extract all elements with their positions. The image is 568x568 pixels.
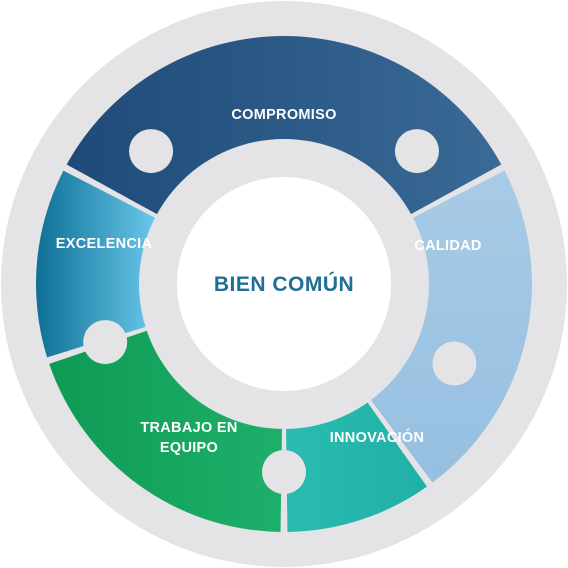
segment-innovacion (285, 398, 427, 532)
connector-knob (394, 129, 439, 174)
segment-label-calidad: CALIDAD (414, 238, 481, 254)
segment-label-line: EQUIPO (160, 440, 218, 456)
segment-label-line: TRABAJO EN (140, 420, 237, 436)
segment-label-trabajo-en-equipo: TRABAJO EN EQUIPO (140, 420, 237, 456)
center-disc (177, 177, 391, 391)
segment-compromiso (66, 35, 502, 217)
connector-knob (432, 341, 477, 386)
connector-knob (83, 320, 128, 365)
segment-label-compromiso: COMPROMISO (231, 107, 336, 123)
segment-label-line: COMPROMISO (231, 107, 336, 123)
segment-trabajo-en-equipo (49, 329, 283, 532)
segment-label-excelencia: EXCELENCIA (56, 236, 153, 252)
segment-label-innovacion: INNOVACIÓN (330, 428, 425, 446)
segment-labels: COMPROMISO CALIDAD INNOVACIÓN TRABAJO EN EQU… (56, 107, 482, 456)
segments (35, 35, 532, 532)
segment-label-line: INNOVACIÓN (330, 428, 425, 446)
segment-calidad (367, 170, 532, 483)
connector-knob (262, 450, 306, 494)
segment-label-line: EXCELENCIA (56, 236, 153, 252)
connector-knob (129, 129, 174, 174)
segment-label-line: CALIDAD (414, 238, 481, 254)
segment-excelencia (35, 170, 160, 358)
connectors (83, 129, 477, 494)
center-label: BIEN COMÚN (214, 272, 354, 296)
